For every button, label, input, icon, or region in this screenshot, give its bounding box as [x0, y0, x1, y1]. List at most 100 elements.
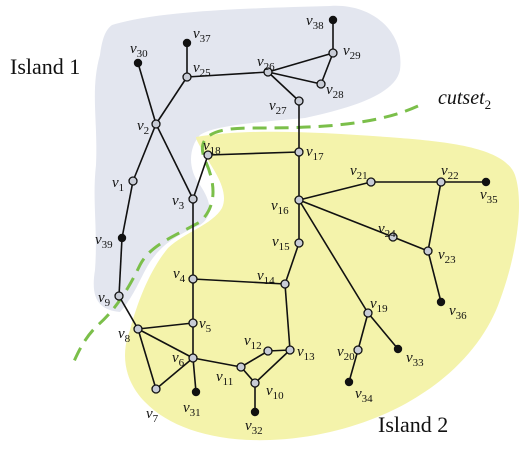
- node-label-v6: v6: [172, 350, 185, 369]
- node-label-v11: v11: [216, 369, 233, 388]
- node-label-subscript: 37: [200, 33, 212, 45]
- node-label-v18: v18: [203, 138, 221, 157]
- node-label-subscript: 8: [125, 333, 131, 345]
- node-label-letter: v: [199, 316, 206, 332]
- nodes-layer: [114, 15, 491, 417]
- generator-node-v39: [117, 233, 127, 243]
- node-label-letter: v: [306, 144, 313, 160]
- bus-node-v13: [285, 345, 295, 355]
- node-label-letter: v: [118, 326, 125, 342]
- node-label-v1: v1: [112, 175, 124, 194]
- node-label-v19: v19: [370, 296, 388, 315]
- node-label-subscript: 17: [313, 151, 325, 163]
- bus-node-v2: [151, 119, 161, 129]
- edges-layer: [118, 20, 486, 412]
- island-1-label: Island 1: [10, 54, 80, 79]
- node-label-subscript: 9: [105, 297, 111, 309]
- edge-v18-v17: [207, 151, 300, 156]
- bus-node-v8: [133, 324, 143, 334]
- bus-node-v11: [236, 362, 246, 372]
- edge-v39-v9: [118, 237, 123, 297]
- bus-node-v17: [294, 147, 304, 157]
- node-label-subscript: 1: [119, 182, 125, 194]
- node-label-letter: v: [203, 138, 210, 154]
- node-label-subscript: 15: [279, 241, 291, 253]
- node-label-subscript: 25: [200, 67, 212, 79]
- node-label-subscript: 28: [333, 89, 345, 101]
- edge-v3-v18: [192, 154, 209, 200]
- node-label-v22: v22: [441, 163, 459, 182]
- generator-node-v31: [191, 387, 201, 397]
- node-label-v7: v7: [146, 406, 159, 425]
- node-label-subscript: 4: [180, 273, 186, 285]
- node-label-letter: v: [306, 13, 313, 29]
- node-label-letter: v: [441, 163, 448, 179]
- edge-v16-v19: [298, 199, 369, 314]
- node-label-letter: v: [193, 60, 200, 76]
- edge-v14-v13: [284, 283, 291, 351]
- node-label-subscript: 27: [276, 105, 288, 117]
- node-label-subscript: 20: [344, 351, 356, 363]
- edge-v2-v1: [132, 123, 157, 182]
- node-label-subscript: 33: [413, 357, 425, 369]
- node-label-letter: v: [326, 82, 333, 98]
- bus-node-v27: [294, 96, 304, 106]
- node-label-subscript: 18: [210, 145, 222, 157]
- bus-node-v15: [294, 238, 304, 248]
- node-label-v4: v4: [173, 266, 186, 285]
- edge-v24-v23: [392, 236, 429, 252]
- bus-node-v26: [263, 67, 273, 77]
- edge-v22-v23: [427, 181, 442, 252]
- node-label-letter: v: [172, 350, 179, 366]
- bus-node-v5: [188, 318, 198, 328]
- node-label-v31: v31: [183, 400, 201, 419]
- bus-node-v20: [353, 345, 363, 355]
- node-label-subscript: 22: [448, 170, 459, 182]
- node-label-v21: v21: [350, 163, 368, 182]
- node-label-letter: v: [269, 98, 276, 114]
- bus-node-v4: [188, 274, 198, 284]
- node-label-v29: v29: [343, 43, 361, 62]
- edge-v20-v34: [348, 349, 359, 383]
- node-label-subscript: 11: [223, 376, 234, 388]
- node-label-v5: v5: [199, 316, 212, 335]
- node-label-letter: v: [343, 43, 350, 59]
- node-label-v34: v34: [355, 386, 373, 405]
- bus-node-v1: [128, 176, 138, 186]
- edge-v8-v6: [137, 328, 194, 359]
- edge-v8-v7: [137, 328, 157, 390]
- node-label-subscript: 13: [304, 351, 316, 363]
- node-label-letter: v: [257, 54, 264, 70]
- node-label-v25: v25: [193, 60, 211, 79]
- bus-node-v28: [316, 79, 326, 89]
- bus-node-v16: [294, 195, 304, 205]
- node-label-letter: v: [183, 400, 190, 416]
- edge-v1-v39: [121, 180, 134, 239]
- node-label-v10: v10: [266, 383, 284, 402]
- bus-node-v6: [188, 353, 198, 363]
- node-label-subscript: 36: [456, 310, 468, 322]
- node-label-subscript: 16: [278, 205, 290, 217]
- node-label-subscript: 31: [190, 407, 201, 419]
- bus-node-v9: [114, 291, 124, 301]
- generator-node-v32: [250, 407, 260, 417]
- node-label-subscript: 26: [264, 61, 276, 73]
- node-label-subscript: 6: [179, 357, 185, 369]
- node-label-letter: v: [216, 369, 223, 385]
- bus-node-v21: [366, 177, 376, 187]
- node-label-subscript: 14: [264, 275, 276, 287]
- edge-v8-v5: [137, 322, 194, 330]
- node-label-v30: v30: [130, 41, 148, 60]
- edge-v26-v28: [267, 71, 322, 85]
- node-label-v2: v2: [137, 118, 149, 137]
- edge-v9-v8: [118, 295, 139, 330]
- bus-node-v7: [151, 384, 161, 394]
- node-label-v3: v3: [172, 193, 185, 212]
- node-label-v23: v23: [438, 247, 456, 266]
- node-label-letter: v: [137, 118, 144, 134]
- bus-node-v10: [250, 378, 260, 388]
- node-label-v33: v33: [406, 350, 424, 369]
- node-label-subscript: 30: [137, 48, 149, 60]
- edge-v15-v14: [284, 242, 300, 285]
